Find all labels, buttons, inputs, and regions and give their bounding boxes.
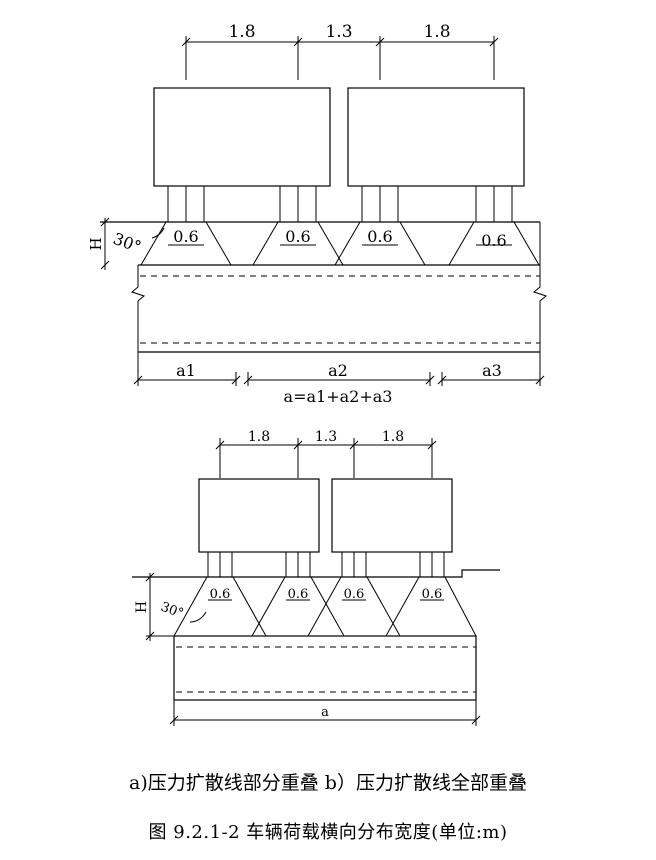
diagram-a-width-dimensions: a1 a2 a3 [133, 352, 545, 386]
diagram-b-structure [173, 635, 477, 701]
diagram-b-depth-label: H [134, 601, 150, 613]
diagram-b-spacing-label-1: 1.8 [248, 429, 270, 445]
diagram-b-wheel-label-4: 0.6 [422, 587, 443, 602]
diagram-b-spacing-label-2: 1.3 [315, 429, 337, 445]
diagram-b: 1.8 1.3 1.8 [132, 429, 500, 726]
diagram-a-spacing-dimension: 1.8 1.3 1.8 [181, 22, 499, 80]
diagram-a-wheel-label-3: 0.6 [367, 227, 392, 246]
diagram-b-depth-dimension: H [134, 572, 176, 641]
diagram-a-vehicle-left [153, 87, 331, 187]
diagram-b-wheel-label-3: 0.6 [344, 587, 365, 602]
diagram-b-ground-surface [132, 569, 500, 578]
diagram-a-angle-arc [151, 227, 165, 239]
diagram-a-spacing-label-1: 1.8 [228, 22, 255, 42]
diagram-a-spacing-label-3: 1.8 [423, 22, 450, 42]
diagram-b-wheel-dimensions: 0.6 0.6 0.6 0.6 [208, 587, 444, 602]
diagram-b-vehicle-left [198, 478, 320, 553]
diagram-b-width-dimension: a [169, 700, 481, 726]
diagram-a-vehicle-right [347, 87, 525, 187]
diagram-a: 1.8 1.3 1.8 [87, 22, 548, 406]
diagram-b-angle-label: 30° [159, 600, 186, 622]
diagram-b-vehicle-right [331, 478, 453, 553]
diagram-b-spacing-label-3: 1.8 [382, 429, 404, 445]
diagram-a-formula: a=a1+a2+a3 [284, 387, 393, 406]
diagram-a-angle-label: 30° [111, 229, 144, 257]
diagram-a-wheel-label-4: 0.6 [481, 231, 506, 250]
diagram-a-width-label-1: a1 [176, 361, 196, 380]
diagram-a-wheel-label-1: 0.6 [173, 227, 198, 246]
figure-caption: 图 9.2.1-2 车辆荷载横向分布宽度(单位:m) [148, 822, 508, 843]
diagram-b-wheel-label-2: 0.6 [288, 587, 309, 602]
diagram-a-wheel-dimensions: 0.6 0.6 0.6 0.6 [168, 227, 512, 250]
diagram-a-spacing-label-2: 1.3 [325, 22, 352, 42]
diagram-a-wheel-label-2: 0.6 [285, 227, 310, 246]
diagram-a-width-label-3: a3 [482, 361, 502, 380]
diagram-b-wheel-label-1: 0.6 [210, 587, 231, 602]
diagram-b-spacing-dimension: 1.8 1.3 1.8 [215, 429, 437, 478]
diagram-a-wheel-posts [167, 186, 513, 222]
diagram-a-width-label-2: a2 [328, 361, 348, 380]
diagram-a-break-left [130, 265, 146, 352]
diagram-b-wheel-posts [207, 552, 445, 577]
diagram-b-width-label: a [321, 705, 329, 720]
diagram-b-diffusion-lines [173, 576, 477, 637]
diagram-a-diffusion-lines [140, 221, 540, 266]
diagram-a-depth-dimension: H [87, 217, 110, 270]
diagram-b-angle-arc [189, 611, 207, 623]
diagram-a-depth-label: H [87, 237, 105, 250]
diagram-a-break-right [532, 222, 548, 352]
subcaption: a)压力扩散线部分重叠 b）压力扩散线全部重叠 [129, 772, 527, 794]
